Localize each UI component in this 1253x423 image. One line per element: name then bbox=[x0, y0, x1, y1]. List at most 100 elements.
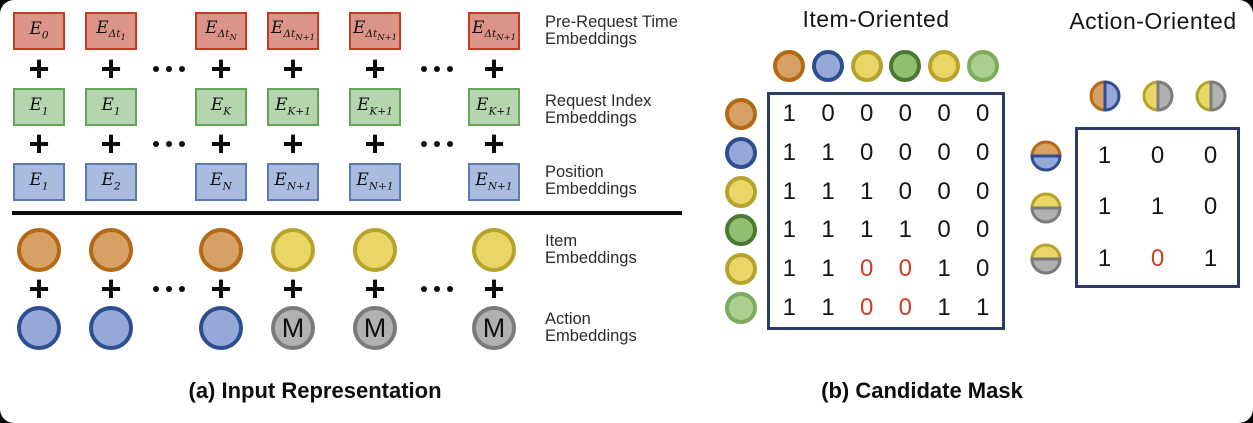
mask-cell: 1 bbox=[821, 216, 835, 244]
mask-cell: 1 bbox=[937, 254, 951, 282]
embedding-box-request-index: E1 bbox=[13, 88, 65, 126]
action-col-circle bbox=[1089, 80, 1120, 112]
row-label-line2: Embeddings bbox=[545, 249, 637, 267]
plus-icon: + bbox=[483, 48, 505, 89]
item-circle bbox=[271, 228, 315, 272]
plus-icon: + bbox=[483, 123, 505, 164]
row-label-line2: Embeddings bbox=[545, 327, 637, 345]
embedding-box-position: EN+1 bbox=[468, 163, 520, 201]
mask-cell: 0 bbox=[898, 100, 912, 128]
action-row-circle bbox=[1030, 192, 1062, 223]
embedding-symbol: EΔtN+1 bbox=[270, 18, 316, 43]
embedding-box-pre-request-time: EΔtN+1 bbox=[468, 12, 520, 50]
plus-icon: + bbox=[364, 123, 386, 164]
item-col-circle bbox=[928, 50, 960, 82]
embedding-symbol: EK bbox=[210, 95, 232, 118]
embedding-box-request-index: EK bbox=[195, 88, 247, 126]
action-circle: M bbox=[472, 306, 516, 350]
item-row-circle bbox=[725, 214, 757, 247]
mask-cell: 0 bbox=[859, 293, 874, 321]
embedding-box-pre-request-time: E0 bbox=[13, 12, 65, 50]
mask-cell: 1 bbox=[782, 138, 796, 166]
divider-line bbox=[12, 211, 682, 215]
mask-cell: 0 bbox=[937, 138, 951, 166]
mask-token-label: M bbox=[363, 312, 387, 343]
embedding-box-pre-request-time: EΔtN bbox=[195, 12, 247, 50]
row-label-line1: Action bbox=[545, 310, 591, 328]
ellipsis-icon bbox=[421, 286, 453, 292]
item-row-circle bbox=[725, 175, 757, 208]
embedding-symbol: EK+1 bbox=[357, 95, 393, 118]
plus-icon: + bbox=[210, 48, 232, 89]
mask-token-label: M bbox=[482, 312, 506, 343]
plus-icon: + bbox=[282, 48, 304, 89]
embedding-symbol: E1 bbox=[29, 95, 49, 118]
item-col-circle bbox=[812, 50, 844, 82]
embedding-symbol: EN+1 bbox=[475, 170, 513, 193]
mask-cell: 1 bbox=[937, 293, 951, 321]
embedding-box-position: EN+1 bbox=[267, 163, 319, 201]
item-col-circle bbox=[850, 50, 883, 82]
plus-icon: + bbox=[282, 268, 304, 309]
item-row-circle bbox=[725, 291, 757, 324]
item-circle bbox=[472, 228, 516, 272]
plus-icon: + bbox=[210, 123, 232, 164]
mask-cell: 0 bbox=[975, 216, 990, 244]
plus-icon: + bbox=[364, 48, 386, 89]
caption-b: (b) Candidate Mask bbox=[821, 378, 1023, 403]
item-row-circle bbox=[725, 253, 757, 285]
row-label-line2: Embeddings bbox=[545, 30, 637, 48]
plus-icon: + bbox=[28, 268, 50, 309]
embedding-symbol: E1 bbox=[29, 170, 49, 193]
embedding-symbol: EN+1 bbox=[356, 170, 394, 193]
mask-cell: 0 bbox=[1150, 245, 1165, 273]
plus-icon: + bbox=[28, 48, 50, 89]
mask-cell: 0 bbox=[937, 100, 951, 128]
plus-icon: + bbox=[100, 123, 122, 164]
plus-icon: + bbox=[210, 268, 232, 309]
action-col-circle bbox=[1142, 80, 1173, 112]
mask-cell: 1 bbox=[975, 293, 990, 321]
embedding-box-position: EN bbox=[195, 163, 247, 201]
embedding-symbol: EN bbox=[210, 170, 232, 193]
item-col-circle bbox=[773, 50, 806, 82]
embedding-symbol: E0 bbox=[29, 19, 49, 42]
embedding-box-pre-request-time: EΔtN+1 bbox=[267, 12, 319, 50]
item-circle bbox=[353, 228, 397, 272]
embedding-box-request-index: EK+1 bbox=[267, 88, 319, 126]
ellipsis-icon bbox=[153, 141, 185, 147]
mask-cell: 1 bbox=[821, 177, 835, 205]
action-circle: M bbox=[271, 306, 315, 350]
plus-icon: + bbox=[100, 268, 122, 309]
row-label-line2: Embeddings bbox=[545, 109, 637, 127]
plus-icon: + bbox=[364, 268, 386, 309]
action-circle bbox=[17, 306, 61, 350]
row-label-line1: Pre-Request Time bbox=[545, 13, 678, 31]
action-row-circle bbox=[1030, 243, 1062, 275]
embedding-box-pre-request-time: EΔt1 bbox=[85, 12, 137, 50]
embedding-box-request-index: EK+1 bbox=[468, 88, 520, 126]
embedding-symbol: EΔt1 bbox=[96, 18, 126, 43]
embedding-box-request-index: EK+1 bbox=[349, 88, 401, 126]
embedding-symbol: EΔtN+1 bbox=[352, 18, 398, 43]
mask-cell: 0 bbox=[898, 138, 912, 166]
mask-cell: 1 bbox=[821, 293, 835, 321]
embedding-box-request-index: E1 bbox=[85, 88, 137, 126]
mask-cell: 0 bbox=[975, 100, 990, 128]
title-item-oriented: Item-Oriented bbox=[802, 6, 950, 32]
mask-cell: 0 bbox=[859, 100, 874, 128]
mask-cell: 1 bbox=[859, 216, 874, 244]
mask-cell: 1 bbox=[1097, 245, 1112, 273]
plus-icon: + bbox=[483, 268, 505, 309]
mask-cell: 1 bbox=[782, 100, 796, 128]
mask-cell: 1 bbox=[782, 293, 796, 321]
caption-a: (a) Input Representation bbox=[188, 378, 442, 403]
embedding-symbol: EK+1 bbox=[275, 95, 311, 118]
ellipsis-icon bbox=[421, 141, 453, 147]
